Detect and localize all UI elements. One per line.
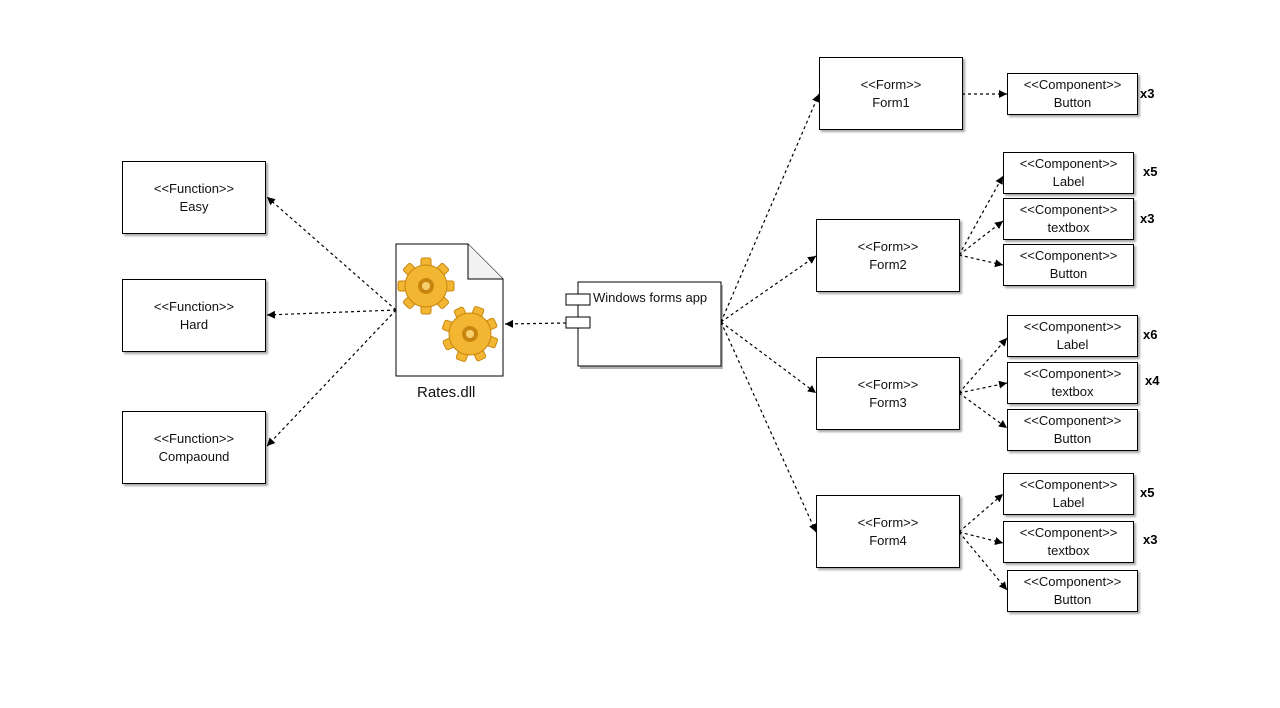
edge-form3-textbox [958, 380, 1008, 394]
function-stereotype: <<Function>> [153, 298, 235, 314]
form-stereotype: <<Form>> [857, 376, 919, 392]
multiplicity-label: x4 [1145, 373, 1160, 388]
form-name: Form1 [872, 94, 910, 110]
edge-dll-compaound [266, 309, 397, 447]
function-stereotype: <<Function>> [153, 180, 235, 196]
component-stereotype: <<Component>> [1019, 156, 1118, 171]
form-form1: <<Form>> Form1 [819, 57, 963, 130]
component-stereotype: <<Component>> [1023, 319, 1122, 334]
component-form2-button: <<Component>> Button [1003, 244, 1134, 286]
component-form1-button: <<Component>> Button [1007, 73, 1138, 115]
component-name: Button [1049, 266, 1088, 281]
edge-form2-label [958, 175, 1004, 256]
form-name: Form4 [869, 532, 907, 548]
function-stereotype: <<Function>> [153, 430, 235, 446]
component-name: textbox [1047, 220, 1090, 235]
component-stereotype: <<Component>> [1023, 366, 1122, 381]
component-form4-button: <<Component>> Button [1007, 570, 1138, 612]
multiplicity-label: x3 [1140, 211, 1155, 226]
edge-form2-textbox [958, 220, 1004, 256]
function-easy: <<Function>> Easy [122, 161, 266, 234]
component-name: Button [1053, 592, 1092, 607]
component-name: textbox [1047, 543, 1090, 558]
component-form4-textbox: <<Component>> textbox [1003, 521, 1134, 563]
edge-app-form3 [720, 321, 817, 394]
component-name: Label [1056, 337, 1089, 352]
form-form2: <<Form>> Form2 [816, 219, 960, 292]
component-app-shape [565, 281, 723, 369]
component-form3-label: <<Component>> Label [1007, 315, 1138, 357]
component-stereotype: <<Component>> [1023, 413, 1122, 428]
edge-form4-textbox [958, 531, 1004, 545]
app-title: Windows forms app [593, 290, 708, 305]
edge-app-form4 [720, 321, 817, 533]
edge-app-form2 [720, 255, 817, 323]
gear-icon [442, 306, 498, 362]
edge-app-dll [504, 319, 567, 328]
gear-icon [397, 257, 455, 315]
form-form3: <<Form>> Form3 [816, 357, 960, 430]
component-name: Button [1053, 431, 1092, 446]
multiplicity-label: x6 [1143, 327, 1158, 342]
edge-form3-button [958, 392, 1008, 429]
component-stereotype: <<Component>> [1023, 77, 1122, 92]
component-stereotype: <<Component>> [1019, 477, 1118, 492]
component-form2-textbox: <<Component>> textbox [1003, 198, 1134, 240]
form-form4: <<Form>> Form4 [816, 495, 960, 568]
edge-form4-label [958, 493, 1004, 533]
edge-app-form1 [720, 93, 820, 323]
edge-dll-easy [266, 196, 397, 311]
dll-label: Rates.dll [417, 384, 476, 401]
function-name: Hard [179, 316, 209, 332]
edge-dll-hard [266, 309, 397, 319]
component-form4-label: <<Component>> Label [1003, 473, 1134, 515]
edge-form3-label [958, 337, 1008, 394]
multiplicity-label: x5 [1143, 164, 1158, 179]
form-stereotype: <<Form>> [857, 514, 919, 530]
component-form3-textbox: <<Component>> textbox [1007, 362, 1138, 404]
component-stereotype: <<Component>> [1019, 202, 1118, 217]
component-name: Label [1052, 174, 1085, 189]
function-hard: <<Function>> Hard [122, 279, 266, 352]
component-stereotype: <<Component>> [1019, 248, 1118, 263]
multiplicity-label: x3 [1143, 532, 1158, 547]
component-stereotype: <<Component>> [1023, 574, 1122, 589]
form-name: Form3 [869, 394, 907, 410]
component-form3-button: <<Component>> Button [1007, 409, 1138, 451]
edge-form4-button [958, 531, 1008, 591]
function-name: Easy [179, 198, 209, 214]
function-name: Compaound [158, 448, 230, 464]
edge-form2-button [958, 254, 1004, 268]
component-name: textbox [1051, 384, 1094, 399]
component-form2-label: <<Component>> Label [1003, 152, 1134, 194]
multiplicity-label: x5 [1140, 485, 1155, 500]
form-name: Form2 [869, 256, 907, 272]
form-stereotype: <<Form>> [857, 238, 919, 254]
form-stereotype: <<Form>> [860, 76, 922, 92]
component-stereotype: <<Component>> [1019, 525, 1118, 540]
function-compaound: <<Function>> Compaound [122, 411, 266, 484]
component-name: Label [1052, 495, 1085, 510]
dll-document-icon [395, 243, 504, 377]
multiplicity-label: x3 [1140, 86, 1155, 101]
component-name: Button [1053, 95, 1092, 110]
